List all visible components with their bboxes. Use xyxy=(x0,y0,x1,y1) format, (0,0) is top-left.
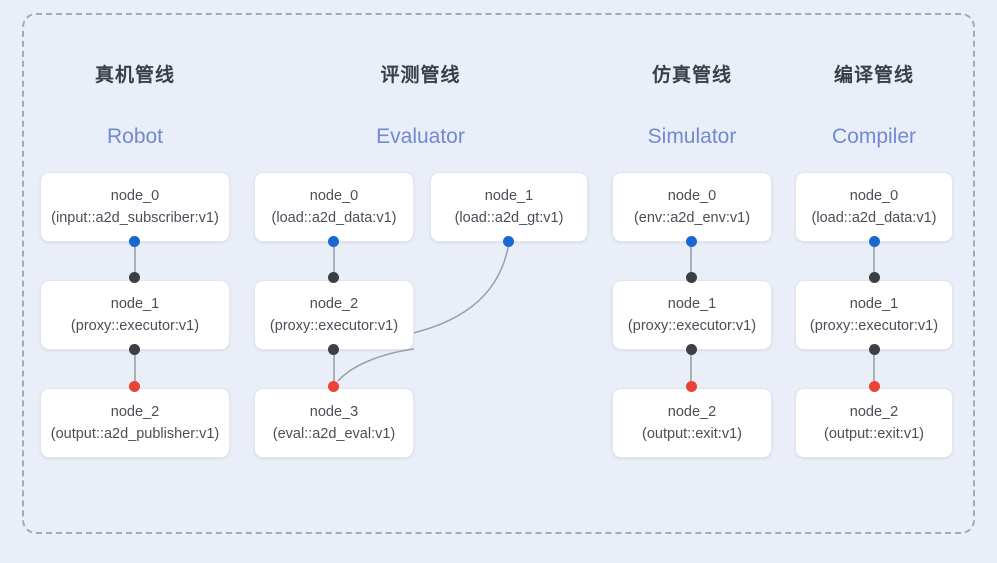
port-terminal-dot[interactable] xyxy=(328,381,339,392)
port-terminal-dot[interactable] xyxy=(129,381,140,392)
port-output-dot[interactable] xyxy=(328,236,339,247)
node-box[interactable]: node_1 (proxy::executor:v1) xyxy=(40,280,230,350)
port-output-dot[interactable] xyxy=(129,236,140,247)
port-terminal-dot[interactable] xyxy=(686,381,697,392)
node-type: (output::a2d_publisher:v1) xyxy=(50,426,220,442)
port-output-dot[interactable] xyxy=(869,236,880,247)
node-id: node_3 xyxy=(309,403,359,420)
node-id: node_0 xyxy=(110,187,160,204)
node-box[interactable]: node_0 (env::a2d_env:v1) xyxy=(612,172,772,242)
port-output-dot[interactable] xyxy=(328,344,339,355)
port-input-dot[interactable] xyxy=(686,272,697,283)
port-output-dot[interactable] xyxy=(129,344,140,355)
node-box[interactable]: node_2 (output::a2d_publisher:v1) xyxy=(40,388,230,458)
node-box[interactable]: node_1 (proxy::executor:v1) xyxy=(795,280,953,350)
node-box[interactable]: node_3 (eval::a2d_eval:v1) xyxy=(254,388,414,458)
port-output-dot[interactable] xyxy=(686,344,697,355)
node-box[interactable]: node_2 (output::exit:v1) xyxy=(612,388,772,458)
column-title-cn-compiler: 编译管线 xyxy=(833,65,914,86)
node-id: node_2 xyxy=(849,403,899,420)
node-id: node_1 xyxy=(849,295,899,312)
node-box[interactable]: node_1 (proxy::executor:v1) xyxy=(612,280,772,350)
column-title-cn-evaluator: 评测管线 xyxy=(380,65,461,86)
node-type: (proxy::executor:v1) xyxy=(269,318,399,334)
port-terminal-dot[interactable] xyxy=(869,381,880,392)
column-title-en-robot: Robot xyxy=(106,125,164,148)
node-type: (proxy::executor:v1) xyxy=(627,318,757,334)
node-id: node_0 xyxy=(667,187,717,204)
node-box[interactable]: node_0 (load::a2d_data:v1) xyxy=(795,172,953,242)
port-output-dot[interactable] xyxy=(869,344,880,355)
node-type: (output::exit:v1) xyxy=(642,426,742,442)
node-box[interactable]: node_0 (load::a2d_data:v1) xyxy=(254,172,414,242)
column-title-en-evaluator: Evaluator xyxy=(376,125,465,148)
port-input-dot[interactable] xyxy=(328,272,339,283)
node-type: (load::a2d_data:v1) xyxy=(811,210,937,226)
pipeline-group-frame xyxy=(22,13,975,534)
column-title-en-simulator: Simulator xyxy=(647,125,737,148)
node-type: (proxy::executor:v1) xyxy=(809,318,939,334)
column-title-en-compiler: Compiler xyxy=(831,125,917,148)
port-input-dot[interactable] xyxy=(129,272,140,283)
port-output-dot[interactable] xyxy=(686,236,697,247)
node-id: node_2 xyxy=(667,403,717,420)
node-type: (load::a2d_gt:v1) xyxy=(454,210,564,226)
node-type: (output::exit:v1) xyxy=(824,426,924,442)
node-id: node_1 xyxy=(110,295,160,312)
node-type: (input::a2d_subscriber:v1) xyxy=(51,210,219,226)
node-box[interactable]: node_2 (proxy::executor:v1) xyxy=(254,280,414,350)
node-id: node_0 xyxy=(849,187,899,204)
column-title-cn-robot: 真机管线 xyxy=(94,65,175,86)
node-box[interactable]: node_2 (output::exit:v1) xyxy=(795,388,953,458)
node-type: (proxy::executor:v1) xyxy=(70,318,200,334)
port-output-dot[interactable] xyxy=(503,236,514,247)
node-type: (load::a2d_data:v1) xyxy=(271,210,397,226)
column-title-cn-simulator: 仿真管线 xyxy=(651,65,732,86)
node-id: node_2 xyxy=(309,295,359,312)
node-id: node_1 xyxy=(484,187,534,204)
port-input-dot[interactable] xyxy=(869,272,880,283)
node-id: node_1 xyxy=(667,295,717,312)
node-box[interactable]: node_0 (input::a2d_subscriber:v1) xyxy=(40,172,230,242)
node-type: (env::a2d_env:v1) xyxy=(633,210,751,226)
node-id: node_0 xyxy=(309,187,359,204)
node-box[interactable]: node_1 (load::a2d_gt:v1) xyxy=(430,172,588,242)
node-type: (eval::a2d_eval:v1) xyxy=(272,426,396,442)
node-id: node_2 xyxy=(110,403,160,420)
